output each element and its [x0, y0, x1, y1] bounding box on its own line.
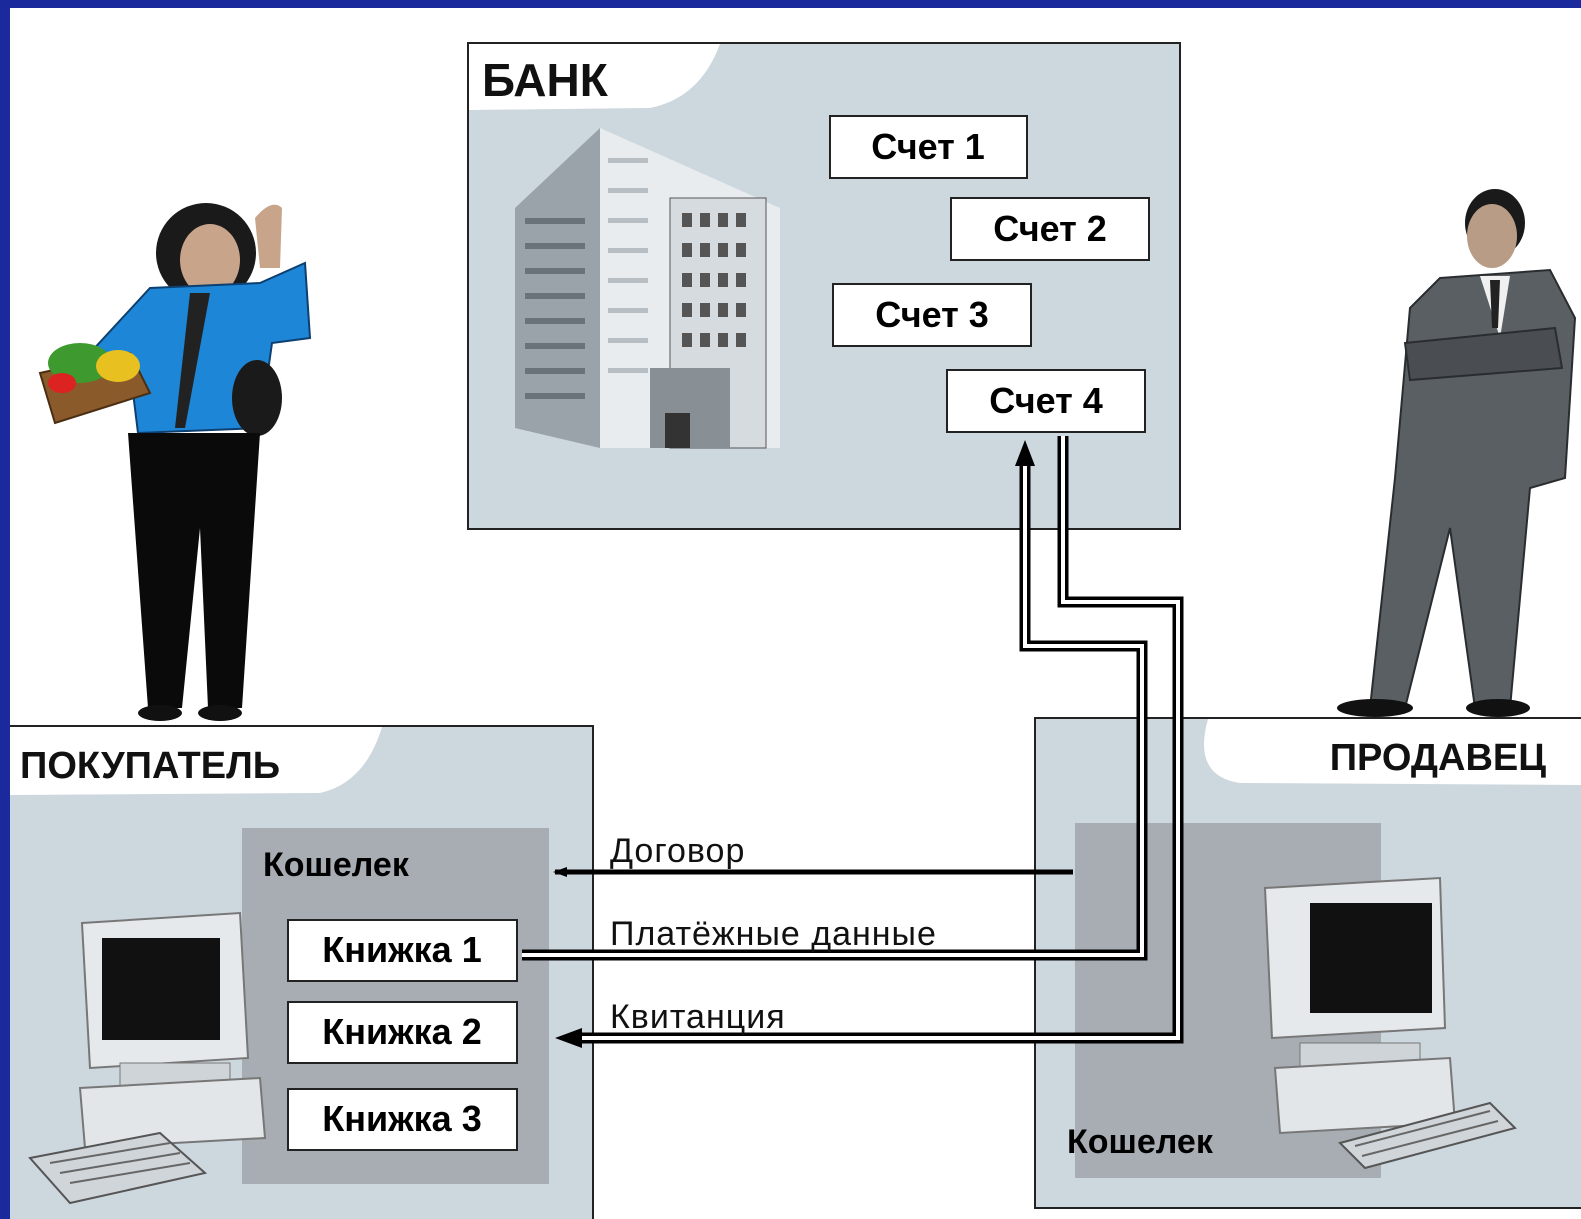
- receipt-arrowhead: [555, 1028, 582, 1048]
- computer-icon: [1263, 876, 1517, 1170]
- book-label: Книжка 1: [322, 929, 481, 970]
- payment-data-label: Платёжные данные: [610, 915, 937, 953]
- bank-account: Счет 1: [829, 115, 1028, 179]
- receipt-label: Квитанция: [610, 998, 786, 1036]
- account-label: Счет 4: [989, 380, 1103, 421]
- contract-label: Договор: [610, 832, 745, 870]
- account-label: Счет 2: [993, 208, 1107, 249]
- seller-panel: ПРОДАВЕЦ Кошелек: [1034, 717, 1581, 1209]
- buyer-book: Книжка 1: [287, 919, 518, 982]
- book-label: Книжка 3: [322, 1098, 481, 1139]
- receipt-arrow-inner: [570, 436, 1180, 1040]
- diagram-canvas: БАНК: [10, 8, 1581, 1219]
- bank-account: Счет 3: [832, 283, 1032, 347]
- buyer-wallet-label: Кошелек: [263, 846, 410, 884]
- bank-account: Счет 2: [950, 197, 1150, 261]
- buyer-book: Книжка 3: [287, 1088, 518, 1151]
- connector-lines: [522, 436, 1184, 1048]
- payment-arrowhead: [1015, 440, 1035, 466]
- computer-icon: [28, 911, 267, 1205]
- account-label: Счет 3: [875, 294, 989, 335]
- office-building-icon: [515, 128, 780, 449]
- woman-with-basket-icon: [38, 203, 312, 721]
- bank-account: Счет 4: [946, 369, 1146, 433]
- book-label: Книжка 2: [322, 1011, 481, 1052]
- payment-arrow-inner: [522, 456, 1144, 957]
- bank-panel: БАНК: [467, 42, 1181, 530]
- buyer-book: Книжка 2: [287, 1001, 518, 1064]
- buyer-title: ПОКУПАТЕЛЬ: [20, 745, 280, 787]
- seller-title: ПРОДАВЕЦ: [1330, 737, 1547, 779]
- bank-payment-diagram: БАНК: [10, 42, 1581, 1219]
- seller-wallet-label: Кошелек: [1067, 1123, 1214, 1161]
- businessman-icon: [1337, 189, 1577, 717]
- buyer-panel: ПОКУПАТЕЛЬ Кошелек Книжка 1 Книжка 2 Кни…: [10, 725, 594, 1219]
- account-label: Счет 1: [871, 126, 985, 167]
- bank-title: БАНК: [482, 54, 609, 106]
